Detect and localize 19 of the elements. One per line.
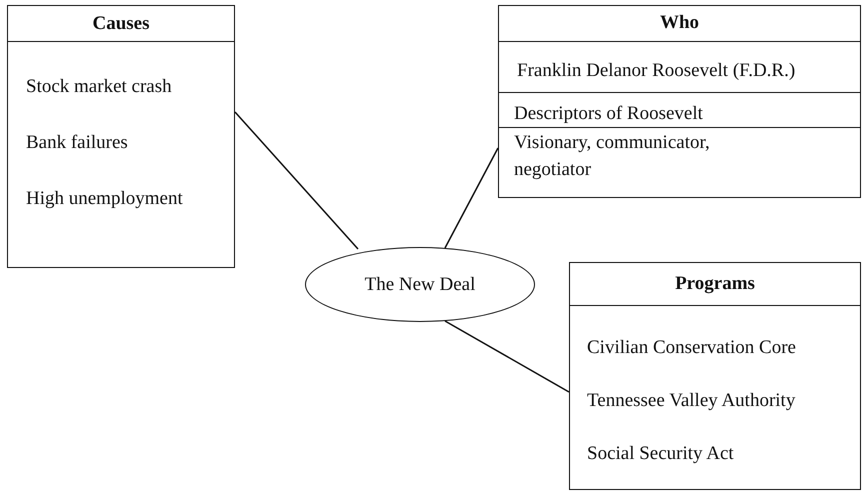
row-text: Visionary, communicator, negotiator	[514, 130, 711, 182]
row-text: Descriptors of Roosevelt	[514, 102, 703, 126]
connector-line	[444, 148, 499, 248]
table-box	[569, 262, 861, 490]
box-heading: Who	[499, 6, 860, 42]
connector-line	[444, 320, 570, 393]
list-item: Social Security Act	[587, 443, 734, 465]
table-box	[7, 5, 235, 268]
box-heading: Causes	[8, 6, 234, 42]
list-item: Tennessee Valley Authority	[587, 390, 796, 412]
row-text: Franklin Delanor Roosevelt (F.D.R.)	[517, 59, 796, 84]
list-item: Bank failures	[26, 132, 128, 154]
list-item: Civilian Conservation Core	[587, 337, 796, 359]
connector-line	[234, 112, 359, 250]
table-box	[498, 5, 861, 198]
box-heading: Programs	[570, 263, 860, 306]
list-item: High unemployment	[26, 188, 183, 210]
list-item: Stock market crash	[26, 76, 172, 98]
node-text: The New Deal	[364, 274, 476, 296]
